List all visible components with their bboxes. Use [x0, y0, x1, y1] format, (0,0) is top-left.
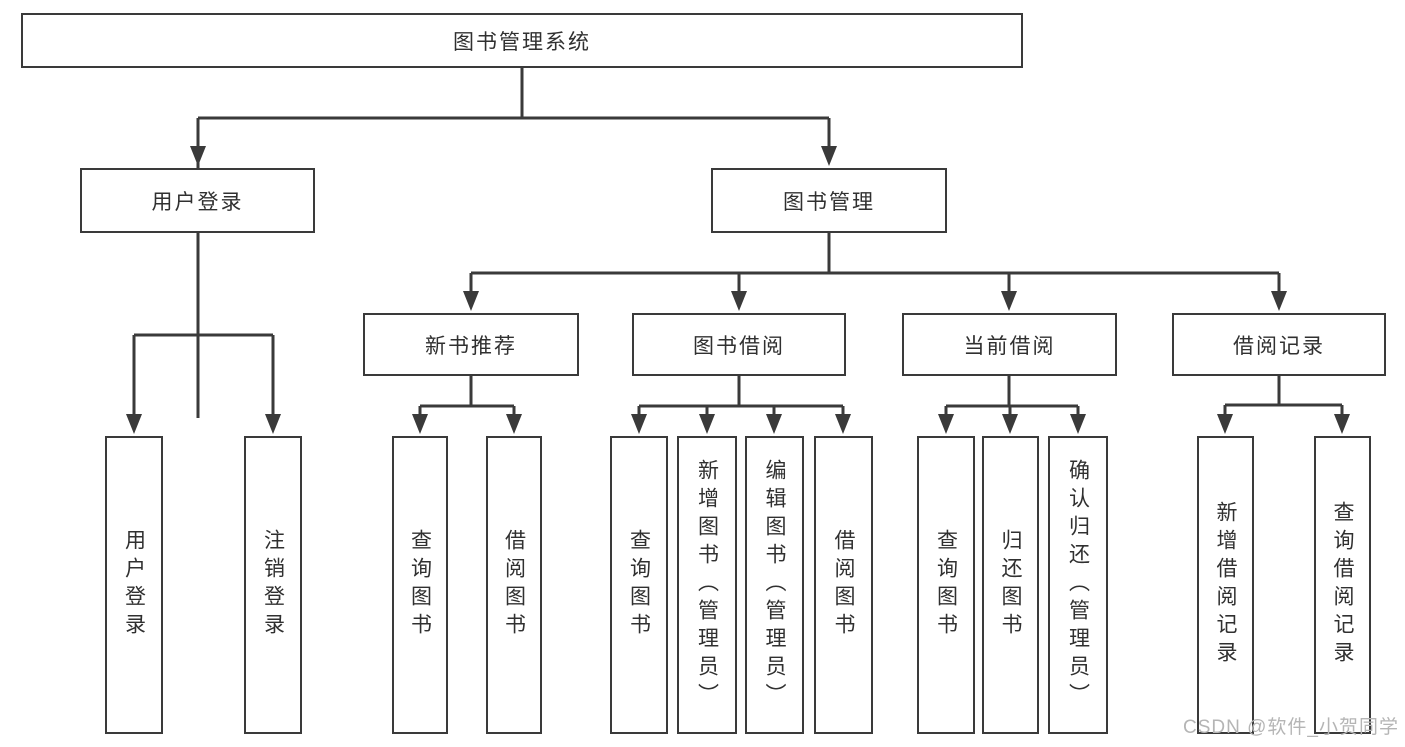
- arrowhead-icon: [835, 414, 851, 434]
- arrowhead-icon: [1002, 414, 1018, 434]
- leaf-query-book-3: 查询图书: [917, 436, 975, 734]
- arrowhead-icon: [1217, 414, 1233, 434]
- arrowhead-icon: [1001, 291, 1017, 311]
- arrowhead-icon: [821, 146, 837, 166]
- leaf-add-book-admin: 新增图书（管理员）: [677, 436, 737, 734]
- node-book-borrow: 图书借阅: [632, 313, 846, 376]
- connector-book-borrow: [637, 376, 845, 420]
- connector-lines: [132, 68, 1344, 420]
- connector-root: [196, 68, 831, 418]
- arrowheads: [126, 146, 1350, 434]
- node-user-login: 用户登录: [80, 168, 315, 233]
- leaf-confirm-return-admin: 确认归还（管理员）: [1048, 436, 1108, 734]
- node-current-borrow: 当前借阅: [902, 313, 1117, 376]
- arrowhead-icon: [506, 414, 522, 434]
- arrowhead-icon: [1070, 414, 1086, 434]
- connector-borrow-record: [1223, 376, 1344, 420]
- node-borrow-record: 借阅记录: [1172, 313, 1386, 376]
- leaf-logout: 注销登录: [244, 436, 302, 734]
- connector-user-login: [132, 233, 275, 418]
- leaf-borrow-book-2: 借阅图书: [814, 436, 873, 734]
- arrowhead-icon: [731, 291, 747, 311]
- leaf-add-borrow-record: 新增借阅记录: [1197, 436, 1254, 734]
- leaf-user-login: 用户登录: [105, 436, 163, 734]
- leaf-query-borrow-record: 查询借阅记录: [1314, 436, 1371, 734]
- arrowhead-icon: [265, 414, 281, 434]
- leaf-query-book-2: 查询图书: [610, 436, 668, 734]
- arrowhead-icon: [126, 414, 142, 434]
- arrowhead-icon: [631, 414, 647, 434]
- arrowhead-icon: [190, 146, 206, 166]
- node-root-library-system: 图书管理系统: [21, 13, 1023, 68]
- connector-current-borrow: [944, 376, 1080, 420]
- leaf-borrow-book-1: 借阅图书: [486, 436, 542, 734]
- leaf-edit-book-admin: 编辑图书（管理员）: [745, 436, 804, 734]
- arrowhead-icon: [1334, 414, 1350, 434]
- arrowhead-icon: [938, 414, 954, 434]
- connector-book-mgmt: [469, 233, 1281, 295]
- arrowhead-icon: [699, 414, 715, 434]
- arrowhead-icon: [766, 414, 782, 434]
- leaf-return-book: 归还图书: [982, 436, 1039, 734]
- node-new-book-recommend: 新书推荐: [363, 313, 579, 376]
- arrowhead-icon: [1271, 291, 1287, 311]
- csdn-watermark: CSDN @软件_小贺同学: [1183, 717, 1399, 738]
- arrowhead-icon: [463, 291, 479, 311]
- node-book-management: 图书管理: [711, 168, 947, 233]
- leaf-query-book-1: 查询图书: [392, 436, 448, 734]
- arrowhead-icon: [412, 414, 428, 434]
- connector-new-book-rec: [418, 376, 516, 420]
